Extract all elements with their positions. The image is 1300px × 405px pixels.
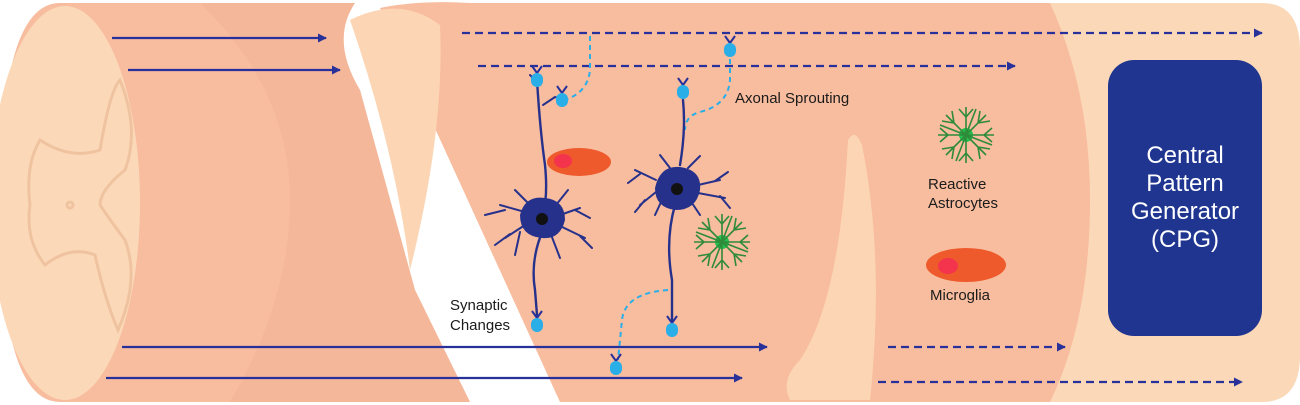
cord-segment-left-shade (200, 3, 470, 402)
sprout-2 (684, 50, 731, 131)
cpg-label-line2: Pattern (1146, 170, 1223, 197)
cpg-label-line1: Central (1146, 142, 1223, 169)
label-axonal-sprouting: Axonal Sprouting (735, 90, 849, 107)
axon-tracts (106, 28, 1263, 387)
neuron-1-nucleus (536, 213, 548, 225)
label-reactive-astrocytes-1: Reactive (928, 176, 986, 193)
cpg-label-line4: (CPG) (1151, 226, 1219, 253)
axonal-sprouts (564, 36, 731, 361)
label-reactive-astrocytes-2: Astrocytes (928, 195, 998, 212)
microglia-cell-1 (547, 148, 611, 176)
sprout-3 (617, 289, 669, 361)
label-synaptic-changes-2: Changes (450, 317, 510, 334)
astrocyte-1 (693, 213, 751, 271)
label-microglia: Microglia (930, 287, 991, 304)
grey-matter-outline (27, 77, 133, 334)
label-synaptic-changes-1: Synaptic (450, 297, 508, 314)
lesion-lower (786, 135, 876, 400)
cpg-label-line3: Generator (1131, 198, 1239, 225)
microglia-cell-2 (926, 248, 1006, 282)
astrocyte-2 (937, 106, 995, 164)
cpg-box (1108, 60, 1262, 336)
lesion-upper (350, 8, 441, 271)
neuron-2-nucleus (671, 183, 683, 195)
neuron-2 (627, 98, 731, 322)
